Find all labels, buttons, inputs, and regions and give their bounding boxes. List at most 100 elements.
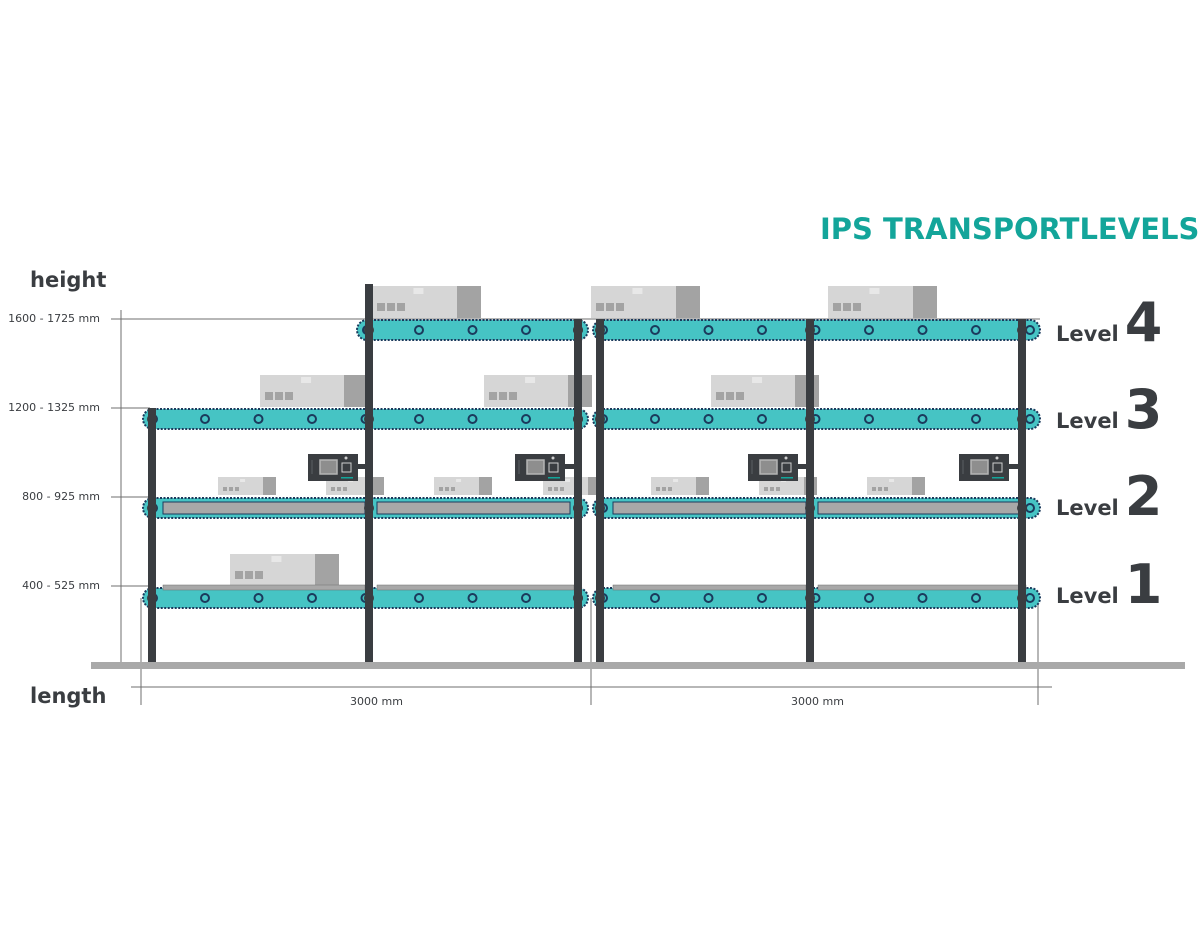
roller bbox=[414, 414, 424, 424]
package-box bbox=[326, 477, 384, 495]
roller bbox=[864, 593, 874, 603]
box-label-mark bbox=[878, 487, 882, 491]
box-label-mark bbox=[872, 487, 876, 491]
roller bbox=[467, 414, 478, 424]
controller-screen bbox=[319, 459, 338, 475]
controller-screen bbox=[970, 459, 989, 475]
roller bbox=[200, 593, 210, 603]
conveyor-level bbox=[142, 408, 1041, 430]
conveyor-belt bbox=[592, 408, 1041, 430]
box-label-mark bbox=[668, 487, 672, 491]
roller bbox=[253, 414, 264, 424]
conveyor-level bbox=[356, 319, 1041, 341]
box-label-mark bbox=[235, 487, 239, 491]
box-label-mark bbox=[331, 487, 335, 491]
controller-logo bbox=[781, 477, 793, 479]
frame-post bbox=[574, 319, 582, 662]
frame-post bbox=[1018, 319, 1026, 662]
box-label-mark bbox=[377, 303, 385, 311]
controller-led bbox=[784, 456, 788, 460]
box-tape bbox=[752, 377, 763, 383]
floor bbox=[91, 662, 1185, 669]
package-box bbox=[591, 286, 700, 318]
post-joint bbox=[573, 414, 583, 424]
roller bbox=[307, 593, 317, 603]
roller bbox=[650, 414, 660, 424]
roller bbox=[971, 325, 981, 335]
transfer-plate bbox=[817, 584, 1027, 591]
box-tape bbox=[632, 288, 643, 294]
box-label-mark bbox=[229, 487, 233, 491]
box-side bbox=[912, 477, 925, 495]
post-joint bbox=[805, 325, 815, 335]
frame-post bbox=[596, 319, 604, 662]
post-joint bbox=[595, 503, 605, 513]
roller bbox=[467, 593, 478, 603]
post-joint bbox=[147, 414, 157, 424]
box-label-mark bbox=[265, 392, 273, 400]
box-label-mark bbox=[764, 487, 768, 491]
box-side bbox=[457, 286, 481, 318]
belt-plate bbox=[817, 501, 1023, 515]
box-label-mark bbox=[554, 487, 558, 491]
box-tape bbox=[889, 479, 895, 482]
drive-controller bbox=[308, 454, 369, 481]
box-side bbox=[371, 477, 384, 495]
conveyor-belt bbox=[592, 587, 1041, 609]
frame-post bbox=[148, 408, 156, 662]
controller-screen bbox=[759, 459, 778, 475]
diagram-title: IPS TRANSPORTLEVELS bbox=[820, 212, 1200, 246]
controller-logo bbox=[992, 477, 1004, 479]
level-word: Level bbox=[1056, 409, 1119, 433]
drive-controller bbox=[959, 454, 1022, 481]
controller-led bbox=[344, 456, 348, 460]
belt-plate bbox=[376, 501, 571, 515]
package-box bbox=[828, 286, 937, 318]
roller bbox=[757, 414, 767, 424]
box-label-mark bbox=[726, 392, 734, 400]
roller bbox=[703, 593, 714, 603]
box-label-mark bbox=[716, 392, 724, 400]
roller bbox=[414, 593, 424, 603]
box-label-mark bbox=[445, 487, 449, 491]
box-tape bbox=[271, 556, 282, 562]
post-joint bbox=[805, 593, 815, 603]
roller bbox=[521, 593, 531, 603]
package-box bbox=[434, 477, 492, 495]
post-joint bbox=[573, 503, 583, 513]
box-label-mark bbox=[548, 487, 552, 491]
box-label-mark bbox=[776, 487, 780, 491]
level-number: 3 bbox=[1124, 378, 1163, 441]
controller-button bbox=[992, 462, 1003, 473]
box-label-mark bbox=[285, 392, 293, 400]
post-joint bbox=[595, 593, 605, 603]
post-joint bbox=[595, 414, 605, 424]
roller bbox=[521, 325, 531, 335]
post-joint bbox=[805, 503, 815, 513]
box-label-mark bbox=[499, 392, 507, 400]
post-joint bbox=[364, 503, 374, 513]
package-box bbox=[218, 477, 276, 495]
post-joint bbox=[147, 503, 157, 513]
box-label-mark bbox=[343, 487, 347, 491]
package-box bbox=[230, 554, 339, 586]
box-label-mark bbox=[451, 487, 455, 491]
controller-bracket bbox=[565, 464, 578, 469]
controller-led bbox=[551, 456, 555, 460]
level-number: 1 bbox=[1124, 553, 1163, 616]
roller bbox=[521, 414, 531, 424]
height-tick-label-level-4: 1600 - 1725 mm bbox=[8, 312, 100, 325]
controller-led bbox=[995, 456, 999, 460]
box-label-mark bbox=[770, 487, 774, 491]
post-joint bbox=[147, 593, 157, 603]
package-box bbox=[372, 286, 481, 318]
level-word: Level bbox=[1056, 322, 1119, 346]
roller bbox=[917, 593, 928, 603]
controller-logo bbox=[341, 477, 353, 479]
box-label-mark bbox=[736, 392, 744, 400]
drive-controller bbox=[748, 454, 810, 481]
transfer-plate bbox=[162, 584, 366, 591]
frame-post bbox=[365, 284, 373, 662]
length-dimension-label-right: 3000 mm bbox=[791, 695, 844, 708]
